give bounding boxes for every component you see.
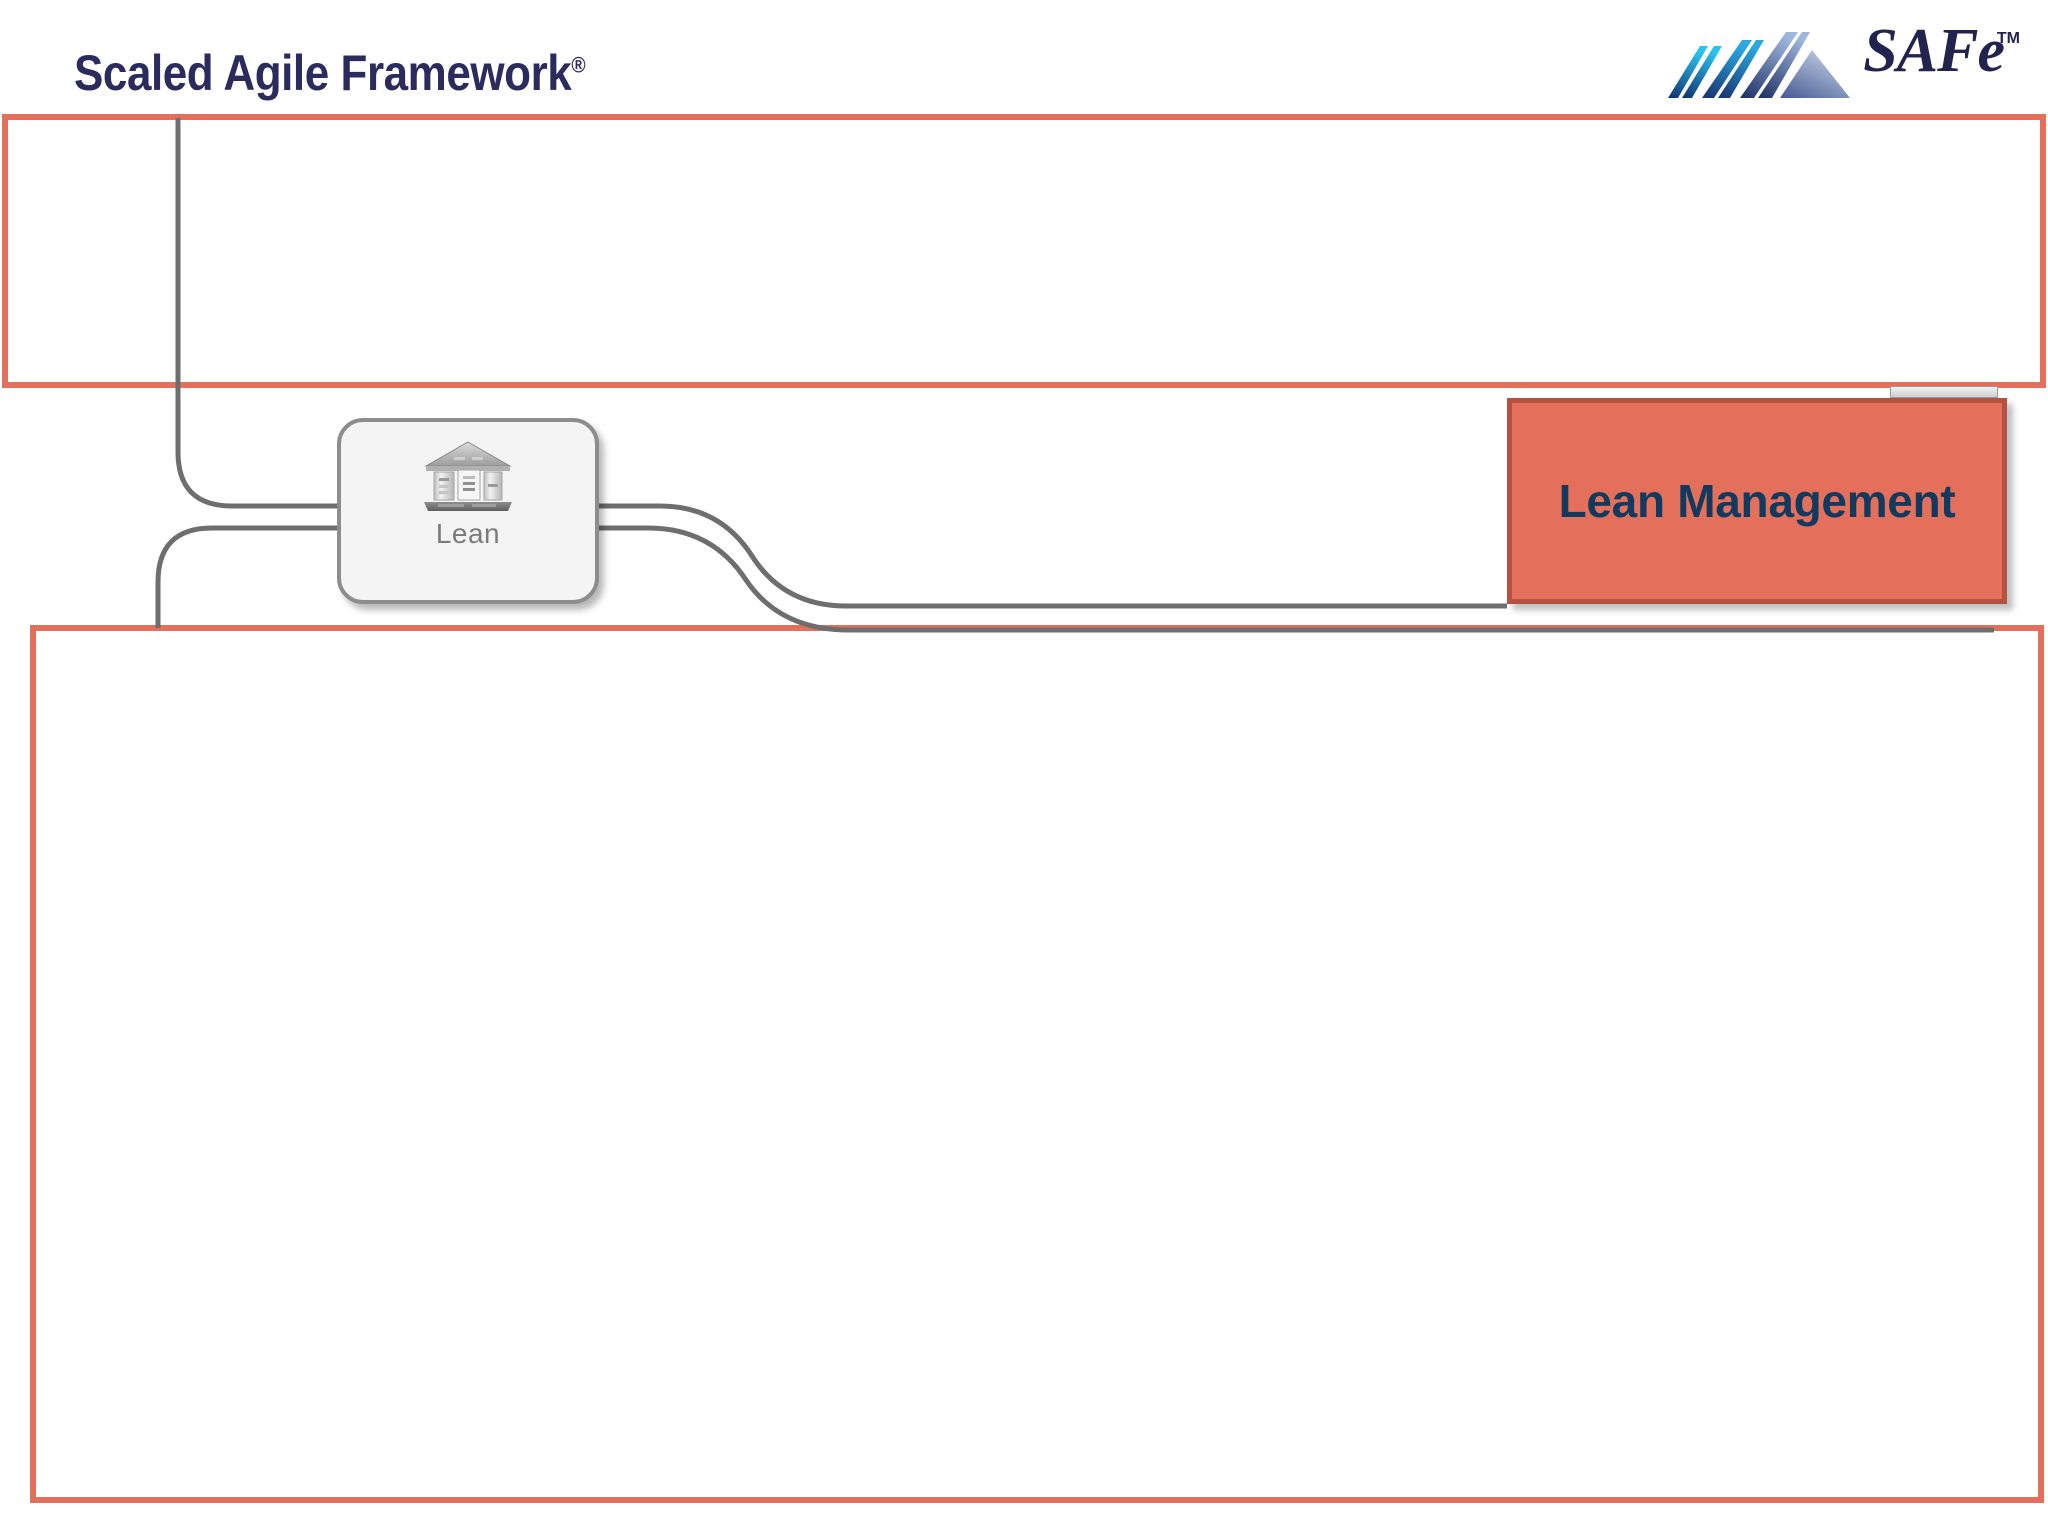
callout-lean-management[interactable]: Lean Management [1507,398,2007,604]
trademark-mark: TM [1996,30,2020,47]
connector-lean-to-lower-left [155,525,337,628]
lean-house-icon [424,441,512,511]
bottom-content-frame [30,625,2044,1503]
safe-logo: SAFe TM [1660,18,2020,100]
safe-chevrons-icon [1668,32,1850,98]
node-lean-label: Lean [435,518,501,549]
safe-logo-text: SAFe [1863,17,2005,85]
registered-mark: ® [571,52,586,78]
node-lean[interactable]: Lean [337,418,599,604]
brand-wordmark-text: Scaled Agile Framework [74,45,572,101]
connector-lean-to-lean-management [599,503,1507,609]
callout-lean-management-label: Lean Management [1558,475,1956,527]
top-content-frame [2,114,2046,388]
partially-hidden-element [1890,386,1998,398]
page-title: Scaled Agile Framework® [74,44,586,102]
